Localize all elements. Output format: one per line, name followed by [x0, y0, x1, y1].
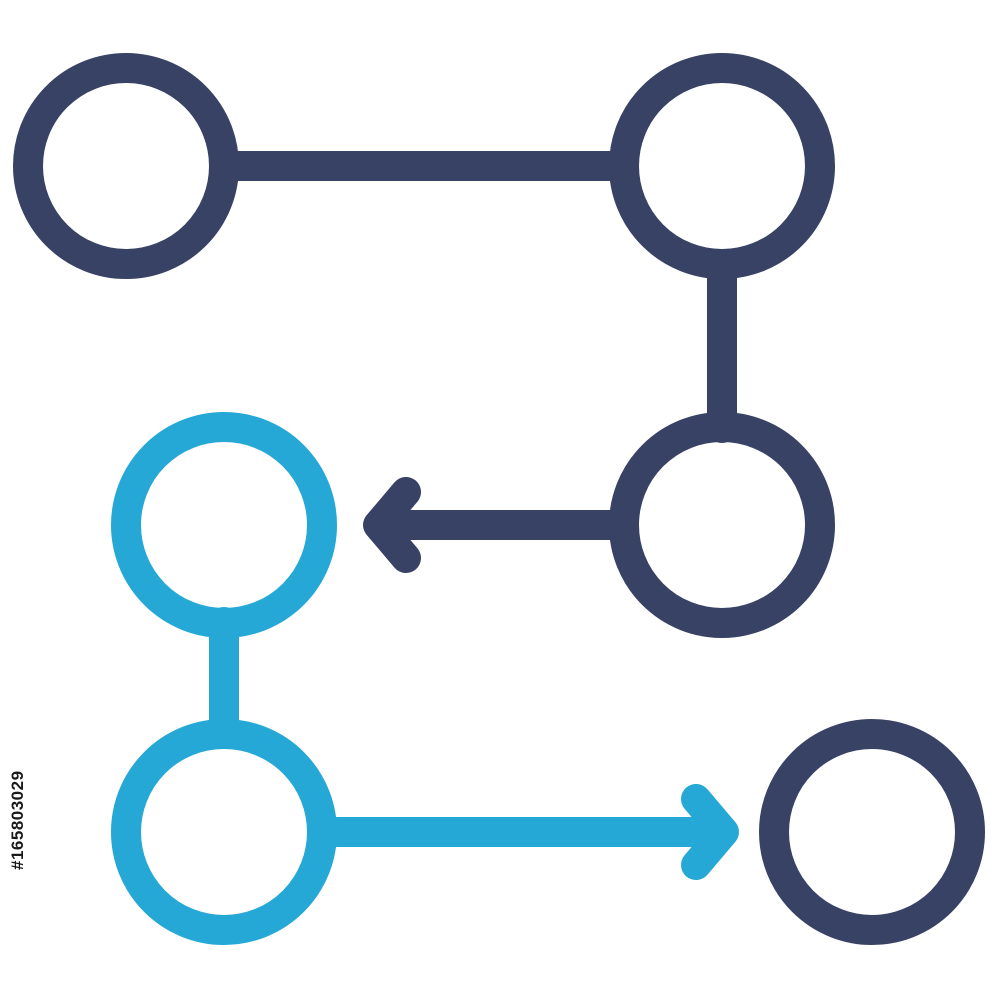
node-middle-right-circle	[609, 412, 835, 638]
node-top-left-circle	[13, 53, 239, 279]
stock-id-label: #165803029	[8, 770, 27, 870]
node-top-right-circle	[609, 53, 835, 279]
left-arrow-head-icon	[363, 477, 421, 573]
right-arrow-head-icon	[681, 784, 739, 880]
node-bottom-left-circle	[111, 719, 337, 945]
node-bottom-right-circle	[759, 719, 985, 945]
node-middle-left-circle	[111, 412, 337, 638]
